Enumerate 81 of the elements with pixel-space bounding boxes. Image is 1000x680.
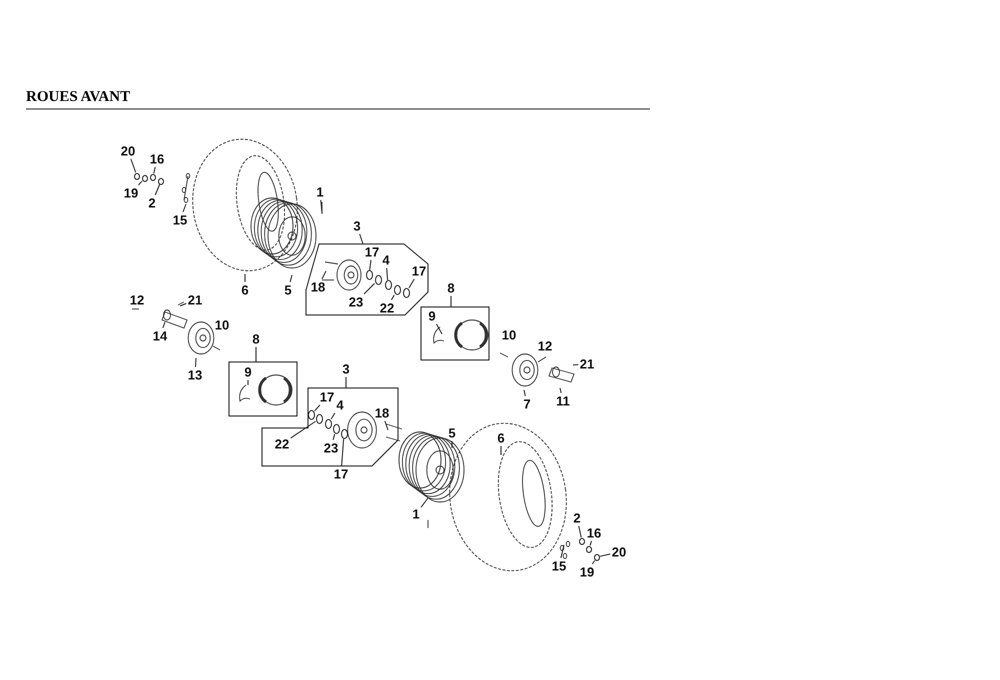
title: ROUES AVANT	[26, 89, 130, 106]
callout-number: 19	[124, 186, 138, 200]
leader-line	[500, 446, 502, 456]
callout-number: 12	[538, 340, 552, 352]
leader-line	[390, 294, 395, 300]
callout-number: 20	[120, 144, 136, 158]
leader-line	[436, 324, 442, 334]
leader-line	[322, 270, 326, 280]
callout-number: 4	[336, 398, 344, 412]
callout-number: 3	[353, 220, 361, 232]
callout-number: 12	[130, 294, 144, 306]
callout-number: 2	[573, 512, 581, 524]
leader-line	[600, 553, 611, 557]
callout-number: 17	[364, 246, 380, 258]
callout-number: 1	[412, 508, 420, 520]
leader-line	[524, 390, 526, 396]
callout-number: 18	[374, 406, 390, 420]
callout-number: 3	[342, 362, 350, 376]
callout-number: 5	[284, 284, 292, 296]
leader-line	[244, 274, 246, 282]
callout-number: 5	[448, 426, 456, 440]
callout-number: 22	[380, 302, 394, 314]
callout-number: 7	[523, 398, 531, 410]
callout-number: 21	[580, 358, 594, 370]
leader-line	[384, 420, 388, 430]
callout-number: 23	[324, 442, 338, 454]
leader-line	[341, 438, 344, 466]
leader-line	[330, 412, 336, 420]
callout-number: 1	[316, 186, 324, 198]
callout-number: 9	[244, 366, 252, 378]
leader-line	[450, 296, 452, 308]
callout-number: 13	[188, 368, 202, 382]
leader-line	[332, 434, 336, 440]
callout-number: 19	[580, 566, 594, 578]
callout-number: 23	[348, 296, 364, 308]
callout-number: 21	[188, 294, 202, 306]
leader-line	[386, 268, 388, 280]
leader-line	[290, 274, 292, 282]
leader-line	[369, 260, 372, 270]
leader-line	[560, 388, 562, 394]
callout-number: 15	[552, 560, 566, 572]
leader-line	[572, 364, 579, 366]
leader-line	[182, 204, 186, 212]
callout-number: 18	[310, 280, 326, 294]
leader-line	[290, 420, 316, 439]
callout-number: 2	[148, 196, 156, 210]
leader-line	[138, 180, 142, 186]
callout-number: 6	[497, 432, 505, 444]
leader-line	[364, 283, 375, 294]
callout-number: 4	[382, 254, 390, 266]
leader-line	[194, 358, 196, 368]
callout-number: 9	[428, 310, 436, 322]
leader-line	[592, 560, 596, 564]
callout-number: 22	[274, 438, 290, 450]
leader-line	[154, 184, 160, 196]
callout-number: 16	[150, 152, 164, 166]
callout-number: 17	[320, 390, 334, 404]
leader-line	[314, 404, 320, 412]
callout-number: 8	[252, 332, 260, 346]
leader-line	[359, 234, 364, 244]
leader-line	[590, 540, 592, 546]
callout-number: 20	[612, 546, 626, 558]
leader-line	[180, 303, 187, 306]
callout-number: 15	[172, 214, 188, 226]
callout-number: 14	[152, 330, 168, 342]
leader-line	[420, 498, 428, 508]
leader-line	[578, 526, 582, 538]
callout-number: 11	[556, 394, 570, 408]
callout-number: 10	[214, 318, 230, 332]
callout-number: 6	[241, 284, 249, 296]
leader-line	[560, 544, 564, 558]
callout-number: 17	[412, 264, 426, 278]
callout-number: 17	[334, 468, 348, 480]
leader-line	[408, 278, 415, 288]
leader-line	[320, 200, 322, 214]
leader-line	[130, 158, 136, 173]
callout-number: 16	[586, 526, 602, 540]
leader-line	[162, 322, 166, 328]
leader-line	[153, 166, 156, 174]
callout-number: 10	[502, 328, 516, 342]
callout-number: 8	[447, 282, 455, 294]
